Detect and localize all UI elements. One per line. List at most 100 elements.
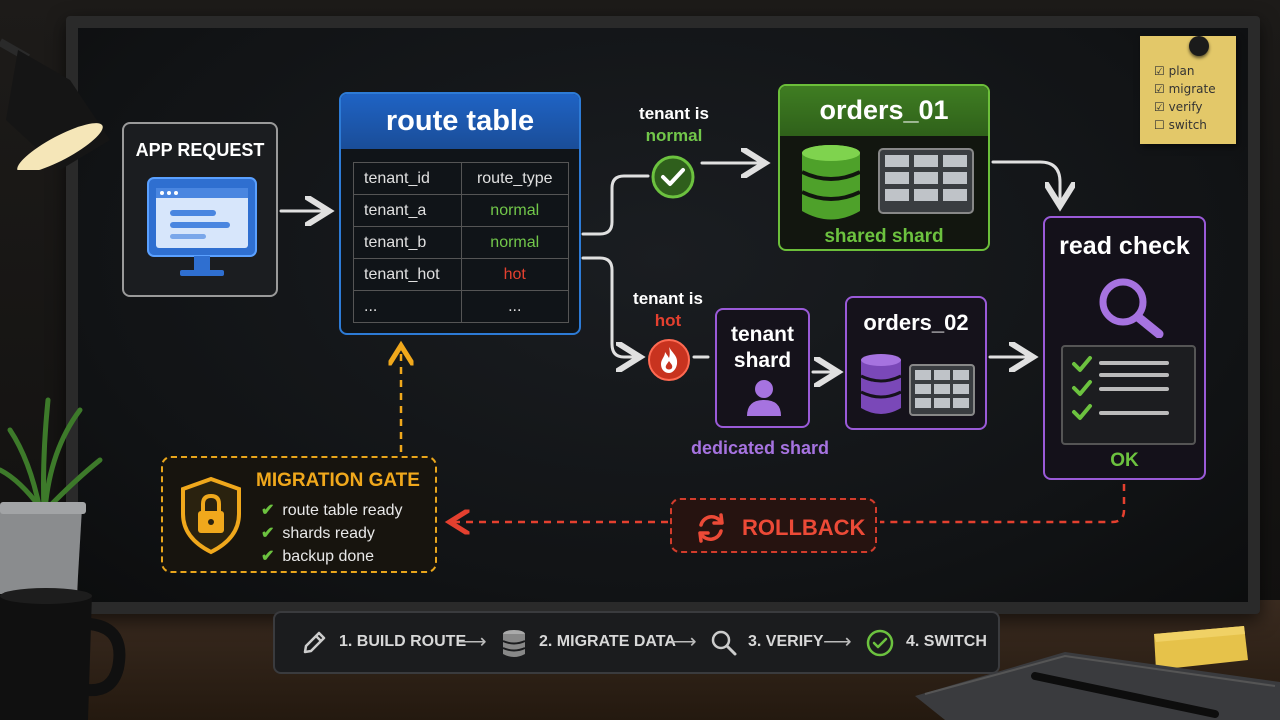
note-item: ☑ plan [1154,64,1195,78]
tenant-id-cell: tenant_a [353,194,462,227]
column-header: route_type [460,162,569,195]
migration-gate-box: MIGRATION GATE ✔ route table ready ✔ shard… [161,456,437,573]
gate-checklist-item: ✔ backup done [261,546,374,566]
column-header: tenant_id [353,162,462,195]
notebook-pen [915,652,1280,720]
step-switch: 4. SWITCH [906,633,987,650]
migration-gate-title: MIGRATION GATE [256,470,420,491]
arrow-readcheck-to-rollback [880,484,1126,524]
magnifier-icon [1099,278,1164,338]
unchecked-box-icon: ☐ [1154,118,1165,132]
fire-icon [648,339,690,381]
sticky-note: ☑ plan ☑ migrate ☑ verify ☐ switch [1140,36,1236,144]
read-check-result: OK [1110,450,1139,471]
note-item-label: switch [1168,118,1207,132]
checklist-lines [1072,356,1169,420]
route-table-title: route table [385,105,535,137]
tenant-shard-box: tenant shard [715,308,810,428]
route-table: tenant_id route_type tenant_a normal ten… [353,162,569,323]
coffee-mug [0,588,126,720]
step-arrow: ⟶ [458,631,487,653]
checked-box-icon: ☑ [1154,100,1165,114]
read-check-title: read check [1059,232,1190,260]
magnifier-icon [711,630,737,656]
note-item-label: verify [1168,100,1203,114]
table-header-row: tenant_id route_type [353,162,569,195]
branch-normal-line2: normal [645,126,703,145]
route-table-box: route table tenant_id route_type tenant_… [339,92,581,335]
check-icon: ✔ [261,502,275,519]
steps-bar: 1. BUILD ROUTE ⟶ 2. MIGRATE DATA ⟶ 3. VE… [273,611,1000,674]
potted-plant [0,397,103,610]
grid-icon [878,148,974,214]
tenant-id-cell: tenant_b [353,226,462,259]
gate-item-label: shards ready [282,525,375,542]
branch-hot-label: tenant is hot [612,288,724,332]
checked-box-icon: ☑ [1154,82,1165,96]
desk-lamp [0,38,110,170]
app-request-box: APP REQUEST [122,122,278,297]
table-row: tenant_a normal [353,194,569,227]
pencil-icon [303,631,326,654]
orders-01-header: orders_01 [780,86,988,136]
tenant-id-cell: tenant_hot [353,258,462,291]
checked-box-icon: ☑ [1154,64,1165,78]
grid-icon [909,364,975,416]
orders-01-subtitle: shared shard [824,226,944,247]
monitor-icon [147,177,257,276]
arrow-orders01-to-readcheck [991,160,1060,203]
table-row: tenant_b normal [353,226,569,259]
table-row: ... ... [353,290,569,323]
gate-item-label: route table ready [282,502,403,519]
route-type-cell: normal [460,194,569,227]
note-item-label: migrate [1168,82,1216,96]
database-icon [801,145,861,220]
orders-02-box: orders_02 [845,296,987,430]
table-row: tenant_hot hot [353,258,569,291]
gate-checklist-item: ✔ route table ready [261,500,402,520]
route-type-cell: ... [460,290,569,323]
route-type-cell: normal [460,226,569,259]
gate-checklist-item: ✔ shards ready [261,523,375,543]
arrow-route-hot [581,256,637,357]
branch-normal-label: tenant is normal [618,103,730,147]
dedicated-shard-caption: dedicated shard [690,438,830,458]
note-item: ☑ migrate [1154,82,1216,96]
note-item-label: plan [1168,64,1195,78]
route-type-cell: hot [460,258,569,291]
check-icon: ✔ [261,548,275,565]
database-icon [502,630,526,657]
rollback-box: ROLLBACK [670,498,877,553]
check-circle-icon [651,155,695,199]
step-arrow: ⟶ [823,631,852,653]
orders-02-title: orders_02 [863,310,969,335]
sticky-pad [1154,626,1248,670]
read-check-box: read check OK [1043,216,1206,480]
rollback-label: ROLLBACK [742,515,866,540]
step-build-route: 1. BUILD ROUTE [339,633,467,650]
refresh-icon [698,513,724,543]
branch-hot-line2: hot [654,311,682,330]
database-icon [860,354,902,414]
gate-item-label: backup done [282,548,375,565]
orders-01-box: orders_01 shared shard [778,84,990,251]
tenant-shard-line2: shard [733,349,792,372]
check-circle-icon [866,629,894,657]
note-item: ☐ switch [1154,118,1207,132]
app-request-title: APP REQUEST [135,140,265,160]
step-arrow: ⟶ [668,631,697,653]
route-table-header: route table [341,94,579,149]
orders-01-title: orders_01 [819,95,949,125]
tenant-id-cell: ... [353,290,462,323]
lock-shield-icon [181,476,241,555]
step-migrate-data: 2. MIGRATE DATA [539,633,676,650]
note-item: ☑ verify [1154,100,1202,114]
step-verify: 3. VERIFY [748,633,824,650]
branch-hot-line1: tenant is [633,289,703,308]
checklist-card [1061,345,1196,445]
check-icon: ✔ [261,525,275,542]
arrow-route-normal [581,174,650,236]
user-icon [747,380,781,416]
push-pin [1189,36,1209,56]
